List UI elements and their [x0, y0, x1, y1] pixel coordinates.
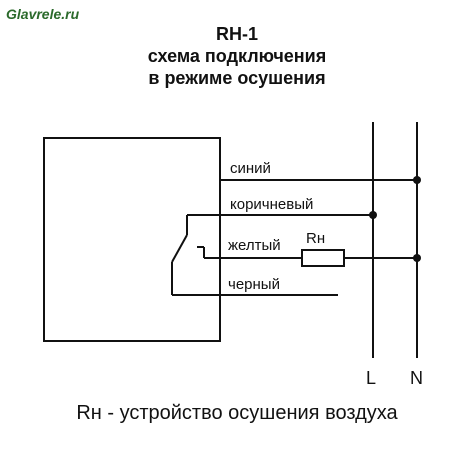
- label-black: черный: [228, 276, 280, 293]
- watermark: Glavrele.ru: [6, 6, 80, 22]
- label-yellow: желтый: [228, 237, 281, 254]
- relay-contact: [171, 234, 188, 263]
- label-resistor: Rн: [306, 230, 325, 247]
- junction-yellow-n: [413, 254, 421, 262]
- label-brown: коричневый: [230, 196, 313, 213]
- junction-brown-l: [369, 211, 377, 219]
- diagram-caption: Rн - устройство осушения воздуха: [76, 402, 398, 424]
- diagram-subtitle-2: в режиме осушения: [148, 68, 326, 88]
- label-n: N: [410, 368, 423, 388]
- device-box: [43, 137, 221, 342]
- label-blue: синий: [230, 160, 271, 177]
- label-l: L: [366, 368, 376, 388]
- resistor-rn: [301, 249, 345, 267]
- diagram-title: RH-1: [215, 24, 258, 44]
- junction-blue-n: [413, 176, 421, 184]
- diagram-subtitle-1: схема подключения: [147, 46, 327, 66]
